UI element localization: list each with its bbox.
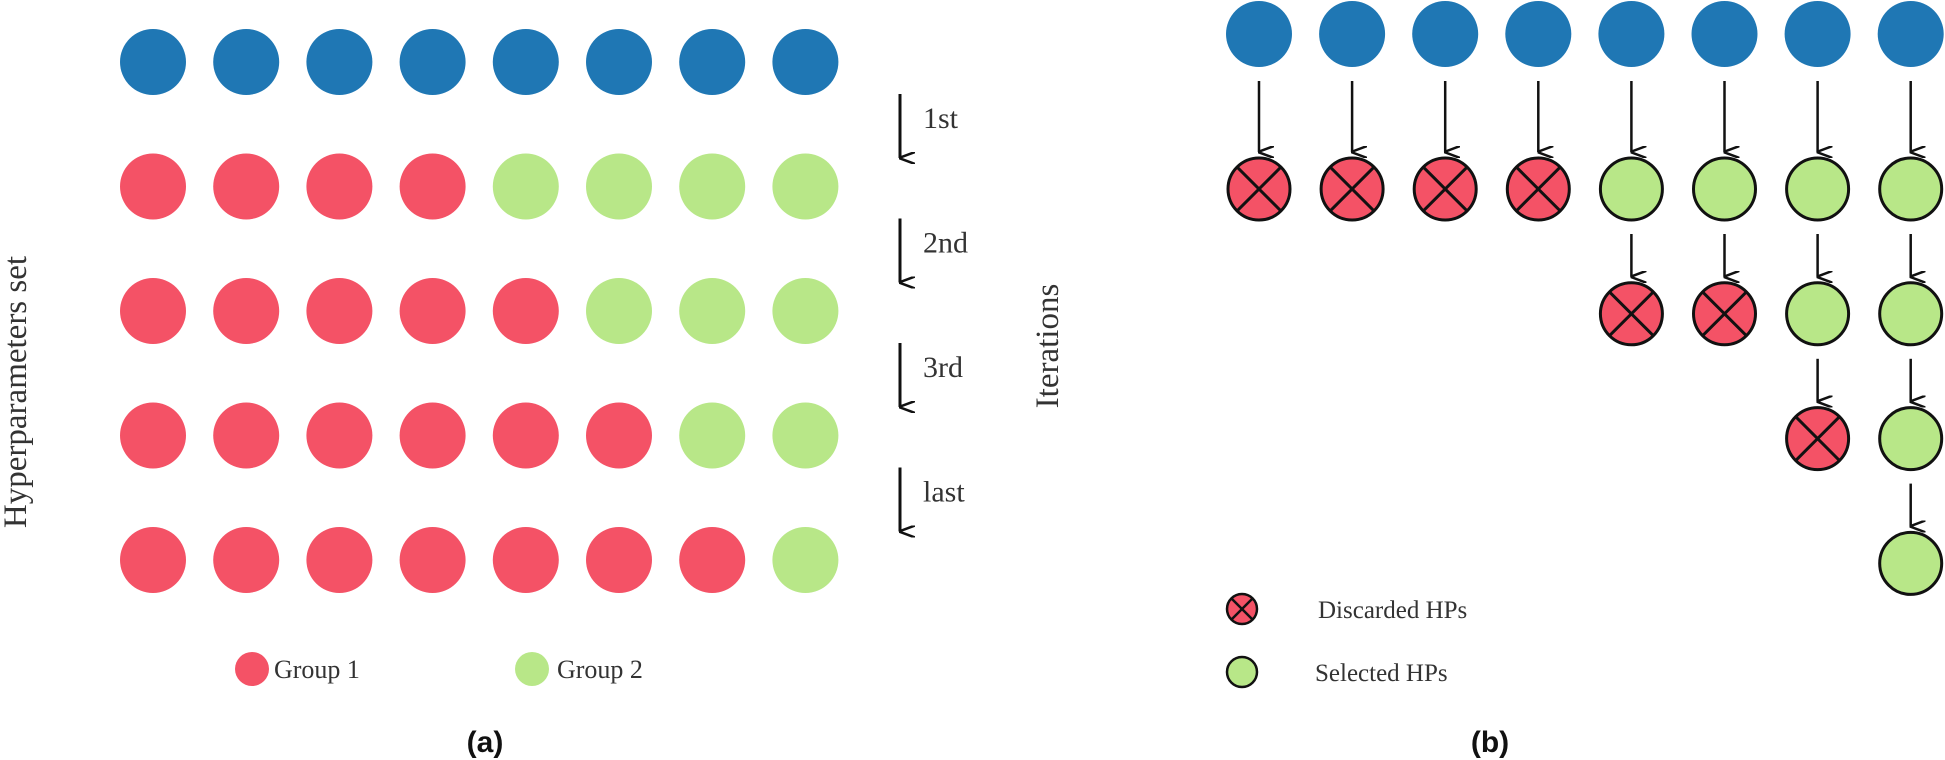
hp-dot-red [306, 402, 373, 469]
hp-dot-blue [492, 29, 559, 95]
selected-hp-node [1878, 156, 1944, 222]
discarded-hps-icon [1225, 592, 1259, 626]
hp-dot-green [586, 153, 652, 220]
hyperparameters-set-label: Hyperparameters set [0, 256, 34, 528]
hp-dot-red [586, 527, 652, 593]
legend-group1-swatch [235, 652, 269, 686]
iteration-step-label: 1st [923, 102, 959, 135]
hp-candidate-node [1505, 1, 1572, 67]
selected-hps-label: Selected HPs [1315, 660, 1448, 687]
discarded-hp-node [1412, 156, 1478, 222]
hp-candidate-node [1412, 1, 1479, 67]
iteration-step-label: 2nd [923, 227, 968, 260]
hp-dot-red [306, 527, 373, 593]
discarded-hp-node [1319, 156, 1385, 222]
hp-dot-blue [586, 29, 652, 95]
panel-a: Hyperparameters set 1st 2nd 3rd last Iterat… [0, 29, 1066, 759]
iteration-steps: 1st 2nd 3rd last [898, 94, 968, 532]
selected-hp-node [1598, 156, 1664, 222]
hp-candidate-node [1226, 1, 1292, 67]
selected-hp-node [1785, 281, 1851, 347]
hp-dot-red [492, 402, 559, 469]
hp-dot-red [679, 527, 746, 593]
hp-dot-red [120, 527, 186, 593]
legend-group2-label: Group 2 [557, 655, 643, 684]
hp-dot-blue [213, 29, 280, 95]
hp-dot-green [772, 153, 839, 220]
hp-dot-blue [772, 29, 839, 95]
hp-dot-green [772, 278, 839, 344]
panel-b-label: (b) [1471, 726, 1509, 759]
iteration-step-label: last [923, 476, 965, 509]
iteration-step-label: 3rd [923, 351, 963, 384]
legend-group2-swatch [515, 652, 549, 686]
hp-dot-green [679, 278, 746, 344]
hp-dot-green [492, 153, 559, 220]
hp-dot-red [399, 402, 466, 469]
selected-hp-node [1878, 530, 1944, 596]
hp-dot-blue [399, 29, 466, 95]
discarded-hp-node [1692, 281, 1757, 347]
hp-dot-red [399, 153, 466, 220]
hp-dot-blue [120, 29, 186, 95]
hp-candidate-node [1691, 1, 1758, 67]
dot-grid [120, 29, 839, 593]
hp-candidate-node [1784, 1, 1851, 67]
iterations-label: Iterations [1030, 284, 1066, 409]
legend-group1-label: Group 1 [274, 655, 360, 684]
hp-dot-red [120, 402, 186, 469]
hp-dot-red [306, 153, 373, 220]
panel-a-label: (a) [467, 726, 504, 759]
discarded-hp-node [1226, 156, 1292, 222]
hp-dot-blue [306, 29, 373, 95]
hp-dot-green [772, 527, 839, 593]
hp-dot-red [306, 278, 373, 344]
hp-dot-red [120, 278, 186, 344]
hp-dot-red [586, 402, 652, 469]
discarded-hps-label: Discarded HPs [1318, 597, 1467, 624]
selected-hp-node [1785, 156, 1851, 222]
hp-dot-red [213, 527, 280, 593]
hp-candidate-node [1877, 1, 1944, 67]
hp-dot-red [213, 402, 280, 469]
selected-hp-node [1878, 281, 1944, 347]
hp-dot-red [492, 278, 559, 344]
hp-dot-red [213, 153, 280, 220]
hp-dot-red [492, 527, 559, 593]
discarded-hp-node [1598, 281, 1664, 347]
legend-b: Discarded HPs Selected HPs [1225, 592, 1467, 689]
hp-dot-red [120, 153, 186, 220]
hp-dot-green [586, 278, 652, 344]
selection-tree [1226, 1, 1944, 596]
discarded-hp-node [1785, 406, 1851, 472]
hp-candidate-node [1319, 1, 1386, 67]
hp-dot-red [213, 278, 280, 344]
hp-dot-green [772, 402, 839, 469]
discarded-hp-node [1505, 156, 1571, 222]
selected-hps-icon [1225, 655, 1259, 689]
hp-dot-red [399, 278, 466, 344]
hp-dot-green [679, 153, 746, 220]
hp-dot-red [399, 527, 466, 593]
legend-a: Group 1 Group 2 [235, 652, 643, 686]
selected-hp-node [1692, 156, 1757, 222]
panel-b: Discarded HPs Selected HPs (b) [1225, 1, 1944, 759]
selected-hp-node [1878, 406, 1944, 472]
hp-dot-green [679, 402, 746, 469]
hp-candidate-node [1598, 1, 1665, 67]
hp-dot-blue [679, 29, 746, 95]
